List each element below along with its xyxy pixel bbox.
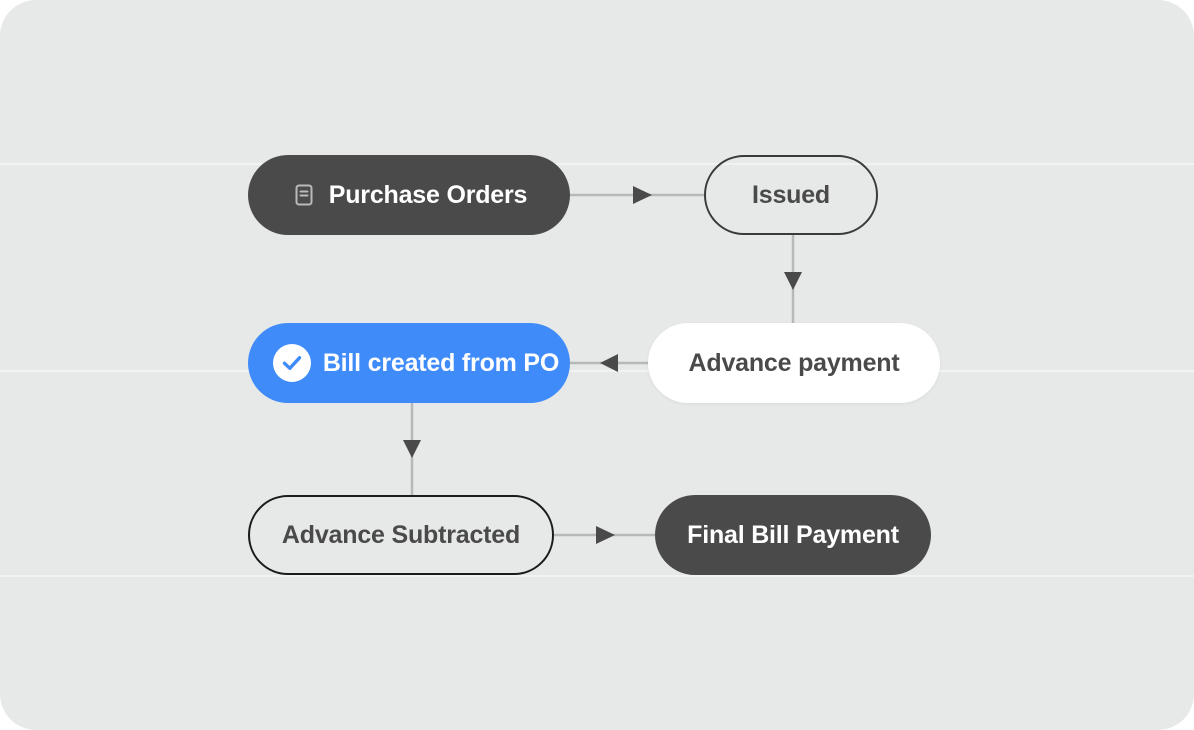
node-label: Issued (752, 180, 830, 209)
node-advance-payment[interactable]: Advance payment (648, 323, 940, 403)
edge-purchase-orders-to-issued (570, 186, 704, 204)
node-issued[interactable]: Issued (704, 155, 878, 235)
node-label: Final Bill Payment (687, 520, 899, 549)
edge-advance-payment-to-bill-created (570, 354, 648, 372)
edge-advance-subtracted-to-final-bill (554, 526, 655, 544)
node-bill-created-from-po[interactable]: Bill created from PO (248, 323, 570, 403)
edge-bill-created-to-advance-subtracted (403, 403, 421, 495)
node-label: Purchase Orders (328, 180, 528, 209)
check-circle-icon (272, 344, 311, 382)
edge-issued-to-advance-payment (784, 235, 802, 323)
node-label: Advance Subtracted (281, 520, 521, 549)
node-label: Bill created from PO (322, 348, 560, 377)
node-final-bill-payment[interactable]: Final Bill Payment (655, 495, 931, 575)
node-purchase-orders[interactable]: Purchase Orders (248, 155, 570, 235)
document-icon (291, 182, 317, 208)
node-advance-subtracted[interactable]: Advance Subtracted (248, 495, 554, 575)
node-label: Advance payment (688, 348, 900, 377)
